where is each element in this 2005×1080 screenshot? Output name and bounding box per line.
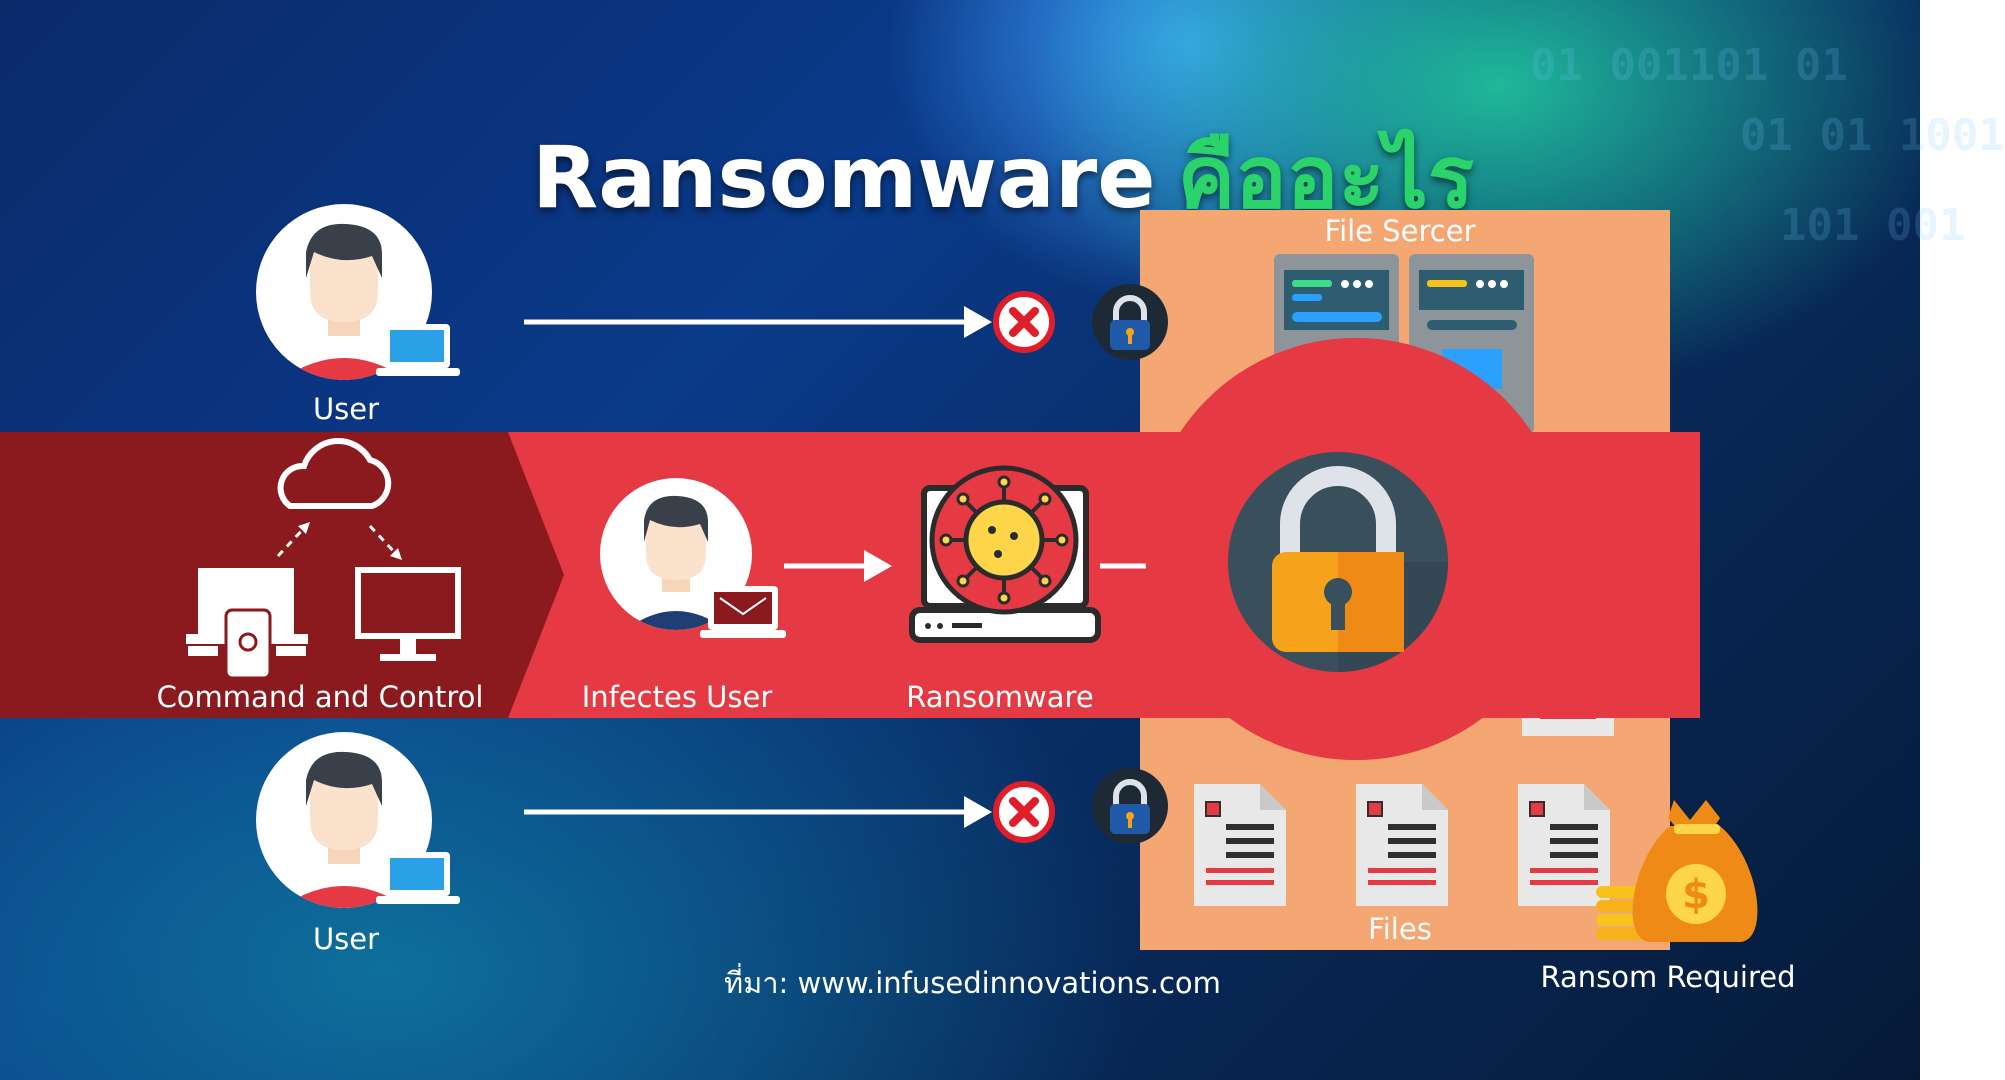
padlock-icon-top [1092,284,1168,360]
background-code-3: 101 001 [1780,200,1966,251]
background-code-1: 01 001101 01 [1530,40,1848,91]
blocked-icon-bottom [993,781,1055,843]
money-bag-icon: $ [1596,800,1758,942]
band-chevron [508,432,564,718]
arrow-icon-bottom [524,796,992,828]
infected-label: Infectes User [581,680,773,714]
top-user-label: User [312,392,380,426]
document-icon-3 [1518,784,1610,906]
virus-laptop-icon [909,465,1101,643]
command-label: Command and Control [156,680,484,714]
padlock-icon-front [1228,452,1448,672]
tablet-icon [186,568,308,680]
user-icon-top [256,204,460,380]
ransom-label: Ransom Required [1540,960,1796,994]
blocked-icon-top [993,291,1055,353]
background-code-2: 01 01 1001 [1740,110,2005,161]
cloud-icon [277,438,392,509]
arrow-icon-top [524,306,992,338]
ransomware-label: Ransomware [906,680,1094,714]
document-icon-2 [1356,784,1448,906]
files-label: Files [1368,912,1432,946]
title-main: Ransomware [532,128,1156,228]
user-icon-infected [600,478,786,638]
user-icon-bottom [256,732,460,908]
connection-arrows [276,522,402,560]
monitor-icon [355,567,461,661]
source-credit: ที่มา: www.infusedinnovations.com [724,966,1221,1000]
bottom-user-label: User [312,922,380,956]
padlock-icon-bottom [1092,768,1168,844]
svg-text:$: $ [1682,872,1710,918]
file-server-label: File Sercer [1324,214,1476,248]
document-icon-1 [1194,784,1286,906]
arrow-icon-1 [784,550,892,582]
